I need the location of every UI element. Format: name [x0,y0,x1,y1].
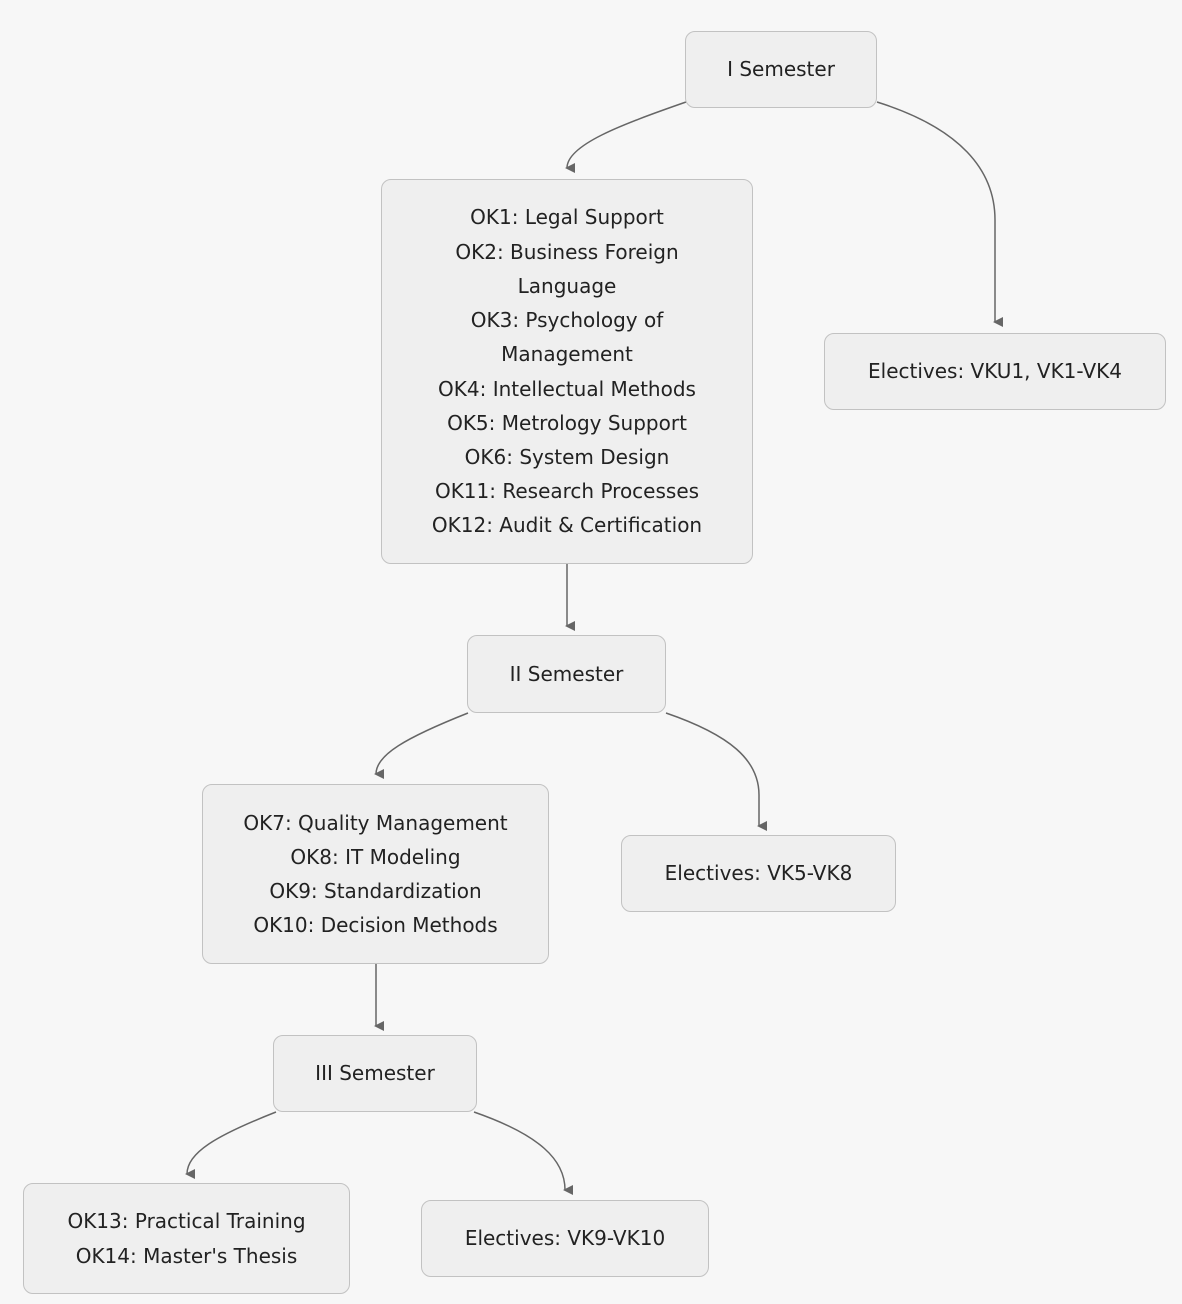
edge-sem2-to-core-courses [374,712,469,780]
semester-3-electives-label: Electives: VK9-VK10 [464,1226,666,1251]
semester-2-core-courses-node: OK7: Quality Management OK8: IT Modeling… [202,784,549,964]
semester-3-electives-node: Electives: VK9-VK10 [421,1200,709,1277]
course-ok14: OK14: Master's Thesis [75,1243,298,1268]
course-ok9: OK9: Standardization [269,879,482,903]
course-ok5: OK5: Metrology Support [447,410,687,435]
semester-1-electives-label: Electives: VKU1, VK1-VK4 [868,359,1122,384]
semester-2-node: II Semester [467,635,666,713]
semester-2-label: II Semester [509,661,624,686]
edge-sem1-to-core-courses [565,101,687,174]
course-ok13: OK13: Practical Training [67,1209,306,1234]
semester-3-node: III Semester [273,1035,477,1112]
course-ok12: OK12: Audit & Certification [431,513,703,538]
course-ok10: OK10: Decision Methods [253,913,498,938]
edge-sem3-to-core-courses [185,1111,277,1180]
course-ok4: OK4: Intellectual Methods [438,376,696,401]
course-ok7: OK7: Quality Management [243,810,508,835]
course-ok6: OK6: System Design [464,444,670,469]
semester-3-label: III Semester [315,1061,435,1086]
course-ok3: OK3: Psychology of Management [470,308,664,367]
semester-1-core-courses-node: OK1: Legal Support OK2: Business Foreign… [381,179,753,564]
edge-sem3-to-electives [473,1111,574,1195]
semester-1-label: I Semester [727,57,835,82]
semester-2-electives-node: Electives: VK5-VK8 [621,835,896,912]
course-ok11: OK11: Research Processes [434,479,700,504]
semester-2-electives-label: Electives: VK5-VK8 [664,861,853,886]
course-ok2: OK2: Business Foreign Language [455,239,679,298]
edge-sem2-to-electives [665,712,767,831]
semester-3-core-courses-node: OK13: Practical Training OK14: Master's … [23,1183,350,1294]
edge-sem1-to-electives [876,101,1003,327]
semester-1-electives-node: Electives: VKU1, VK1-VK4 [824,333,1166,410]
semester-1-node: I Semester [685,31,877,108]
course-ok8: OK8: IT Modeling [290,844,461,869]
course-ok1: OK1: Legal Support [470,205,664,230]
